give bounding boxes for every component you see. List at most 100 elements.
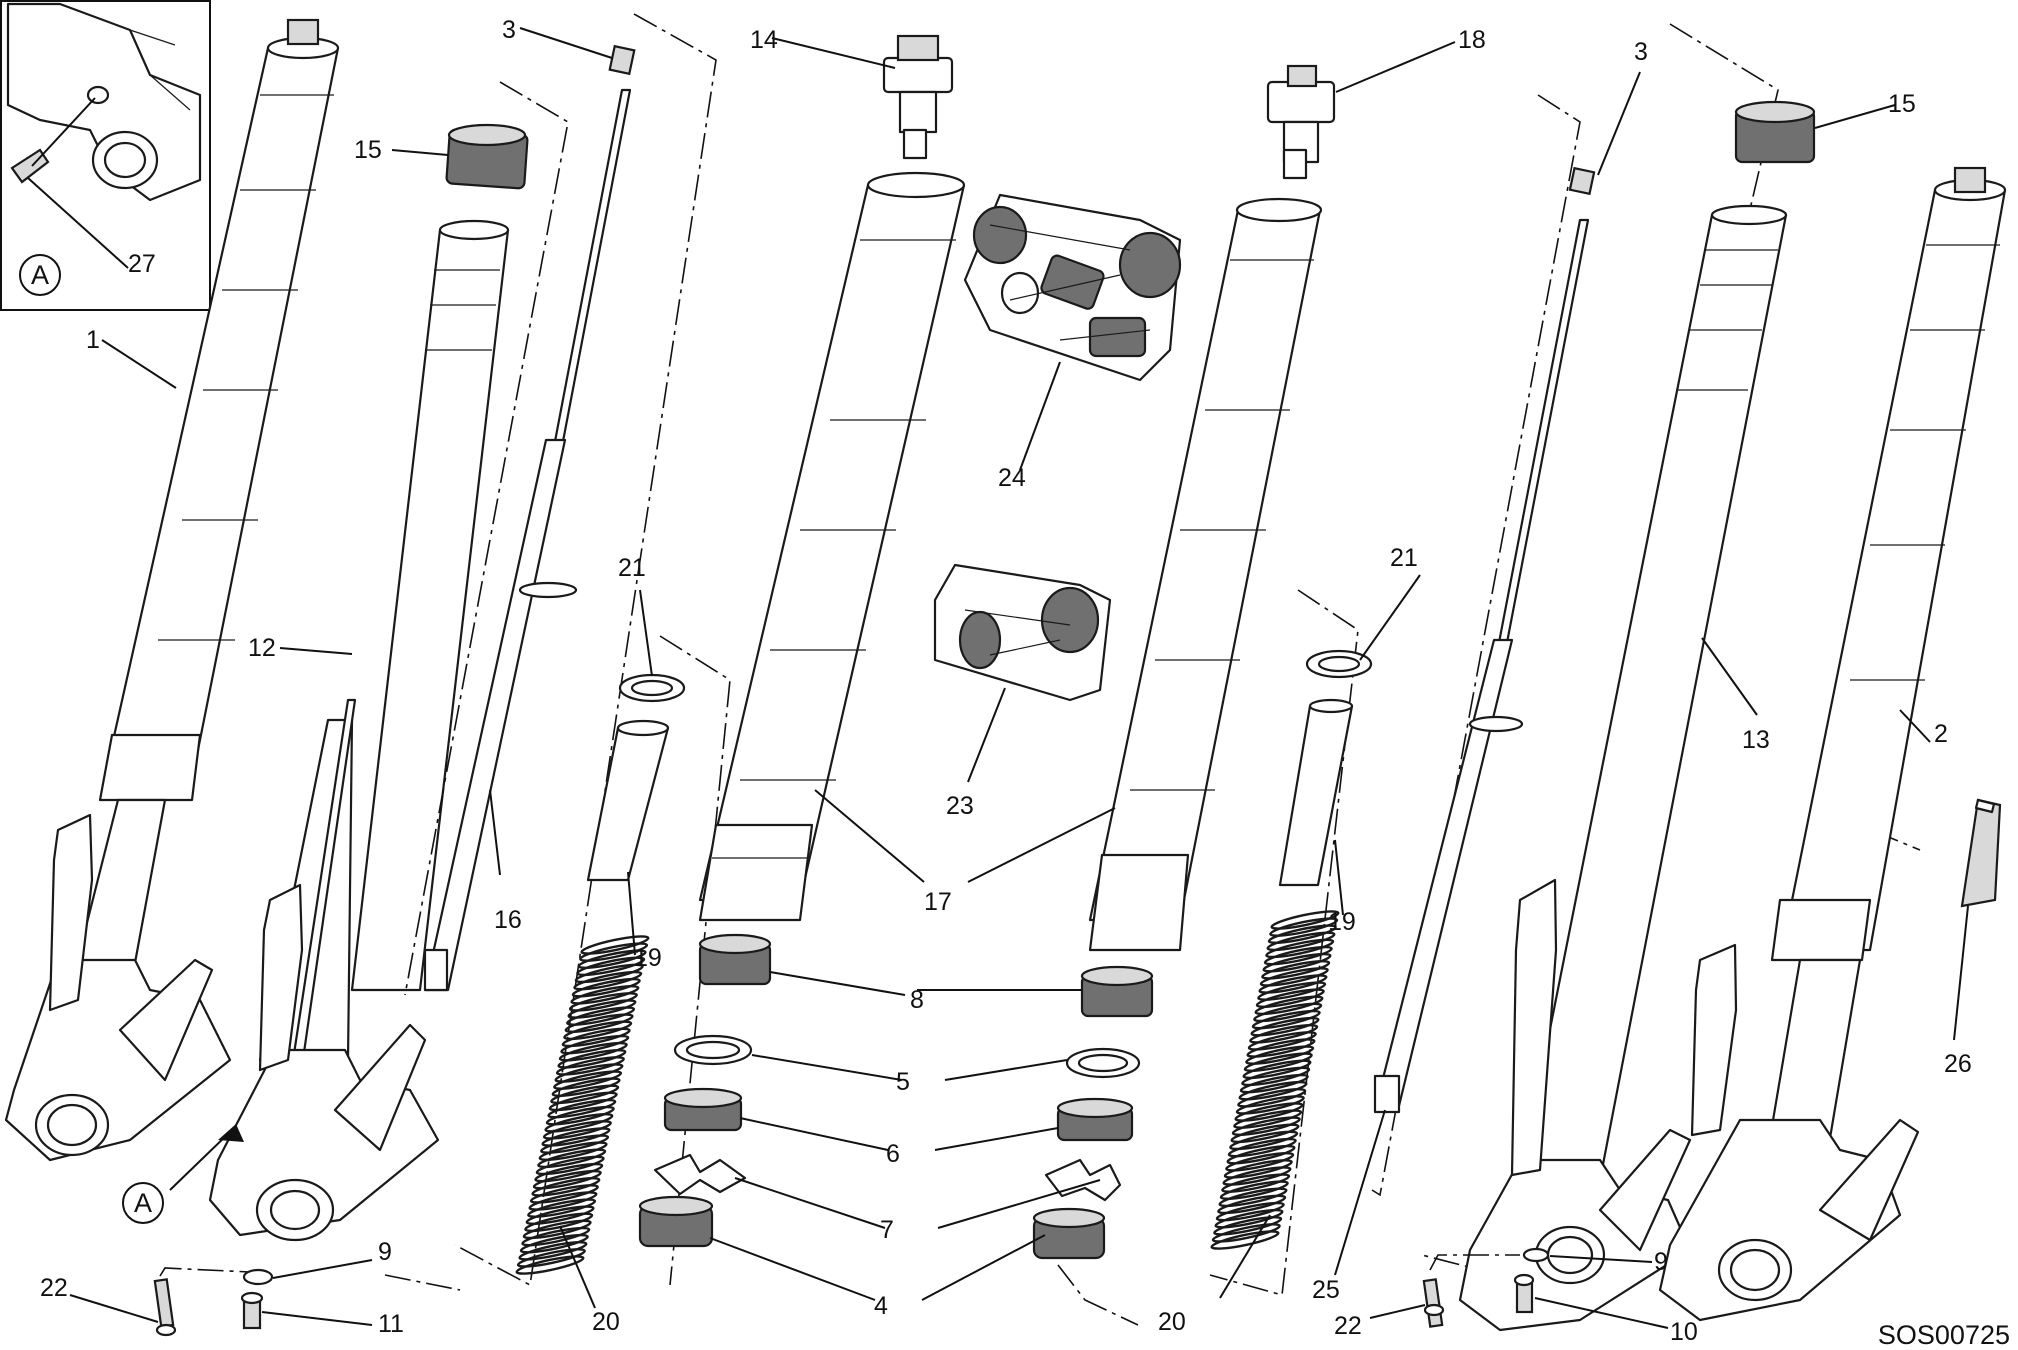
callout-24: 24 bbox=[998, 464, 1026, 492]
spring-coil bbox=[566, 1006, 636, 1026]
spring-coil bbox=[1249, 1024, 1319, 1044]
spring-coil bbox=[557, 1049, 627, 1069]
outer-tube-center-left bbox=[698, 171, 966, 922]
spring-coil bbox=[1221, 1173, 1291, 1193]
spring-coil bbox=[1262, 952, 1332, 973]
right-fork-leg-assembly bbox=[1658, 166, 2007, 1322]
spring-coil bbox=[522, 1219, 592, 1240]
spring-coil bbox=[1254, 995, 1324, 1016]
seal-stack-right bbox=[1032, 965, 1154, 1260]
spring-coil bbox=[1227, 1137, 1297, 1158]
washer-9-left bbox=[242, 1268, 274, 1286]
spring-coil bbox=[567, 999, 637, 1019]
callout-27: 27 bbox=[128, 250, 156, 278]
spring-coil bbox=[535, 1155, 605, 1176]
spring-coil bbox=[1217, 1194, 1287, 1215]
spring-coil bbox=[570, 985, 640, 1005]
callout-11: 11 bbox=[378, 1310, 404, 1338]
bolt-11 bbox=[240, 1291, 264, 1330]
leader-lines bbox=[69, 27, 1969, 1329]
bolt-22-right bbox=[1422, 1254, 1520, 1328]
spring-coil bbox=[1235, 1095, 1305, 1115]
spring-coil bbox=[525, 1205, 595, 1225]
callout-15-left: 15 bbox=[354, 136, 382, 164]
spring-coil bbox=[1253, 1002, 1323, 1023]
spring-coil bbox=[542, 1120, 612, 1140]
spring-coil bbox=[558, 1041, 628, 1062]
seal-stack-left bbox=[638, 933, 772, 1248]
spring-coil bbox=[1225, 1152, 1295, 1172]
outer-tube-center-right bbox=[1088, 197, 1323, 952]
callout-21-right: 21 bbox=[1390, 544, 1418, 572]
callout-6: 6 bbox=[886, 1140, 900, 1168]
callout-3-right: 3 bbox=[1634, 38, 1648, 66]
bolt-10 bbox=[1513, 1273, 1535, 1314]
callout-17: 17 bbox=[924, 888, 952, 916]
spring-coil bbox=[571, 977, 641, 998]
seal-kit-24 bbox=[963, 193, 1182, 382]
spring-coil bbox=[547, 1098, 617, 1119]
callout-26: 26 bbox=[1944, 1050, 1972, 1078]
spring-coil bbox=[519, 1233, 589, 1254]
callout-5: 5 bbox=[896, 1068, 910, 1096]
spring-coil bbox=[576, 956, 646, 977]
spring-coil bbox=[1229, 1130, 1299, 1151]
spring-coil bbox=[516, 1248, 586, 1268]
cap-18 bbox=[1266, 64, 1336, 180]
spacer-right bbox=[1278, 649, 1373, 887]
spring-coil bbox=[1215, 1201, 1285, 1222]
spring-coil bbox=[1234, 1102, 1304, 1122]
spring-coil bbox=[531, 1177, 601, 1197]
drawing-code: SOS00725 bbox=[1878, 1320, 2010, 1350]
spring-coil bbox=[1230, 1123, 1300, 1144]
callout-10: 10 bbox=[1670, 1318, 1698, 1346]
spring-coil bbox=[580, 935, 650, 955]
spring-coil bbox=[1233, 1109, 1303, 1129]
spring-coil bbox=[561, 1027, 631, 1048]
spring-coil bbox=[1214, 1208, 1284, 1229]
spring-coil bbox=[574, 963, 644, 984]
spring-coil bbox=[1243, 1052, 1313, 1072]
inset-detail-a: A bbox=[0, 0, 211, 311]
spacer-left bbox=[586, 673, 686, 882]
callout-15-right: 15 bbox=[1888, 90, 1916, 118]
callout-labels: 27 1 12 15 3 16 21 19 20 14 24 23 17 8 5… bbox=[40, 16, 1972, 1346]
seal-kit-23 bbox=[933, 563, 1112, 702]
callout-19-right: 19 bbox=[1328, 908, 1356, 936]
left-fork-slider-assembly: A bbox=[122, 698, 440, 1242]
callout-20-right: 20 bbox=[1158, 1308, 1186, 1336]
spring-coil bbox=[555, 1056, 625, 1076]
spring-coil bbox=[573, 970, 643, 991]
spring-coil bbox=[534, 1162, 604, 1183]
callout-2: 2 bbox=[1934, 720, 1948, 748]
callout-20-left: 20 bbox=[592, 1308, 620, 1336]
spring-coil bbox=[563, 1020, 633, 1041]
view-a-marker-circle bbox=[122, 1182, 164, 1224]
spring-coil bbox=[521, 1226, 591, 1247]
callout-4: 4 bbox=[874, 1292, 888, 1320]
spring-coil bbox=[1255, 988, 1325, 1008]
callout-22-left: 22 bbox=[40, 1274, 68, 1302]
cap-14 bbox=[882, 34, 954, 160]
spring-coil bbox=[1246, 1038, 1316, 1058]
inset-label-circle bbox=[19, 254, 61, 296]
spring-coil bbox=[518, 1241, 588, 1261]
callout-19-left: 19 bbox=[634, 944, 662, 972]
spring-coil bbox=[548, 1091, 618, 1112]
callout-22-right: 22 bbox=[1334, 1312, 1362, 1340]
spring-coil bbox=[528, 1191, 598, 1211]
spring-coil bbox=[1239, 1073, 1309, 1094]
spring-left bbox=[515, 935, 650, 1275]
spring-coil bbox=[1263, 945, 1333, 966]
spring-coil bbox=[1258, 974, 1328, 994]
inner-tube-left bbox=[350, 123, 529, 992]
spring-coil bbox=[579, 942, 649, 962]
bolt-22-left bbox=[153, 1267, 251, 1337]
callout-25: 25 bbox=[1312, 1276, 1340, 1304]
spring-coil bbox=[1219, 1180, 1289, 1200]
spring-coil bbox=[554, 1063, 624, 1083]
spring-coil bbox=[540, 1134, 610, 1154]
spring-coil bbox=[532, 1169, 602, 1190]
spring-coil bbox=[541, 1127, 611, 1147]
callout-8: 8 bbox=[910, 986, 924, 1014]
